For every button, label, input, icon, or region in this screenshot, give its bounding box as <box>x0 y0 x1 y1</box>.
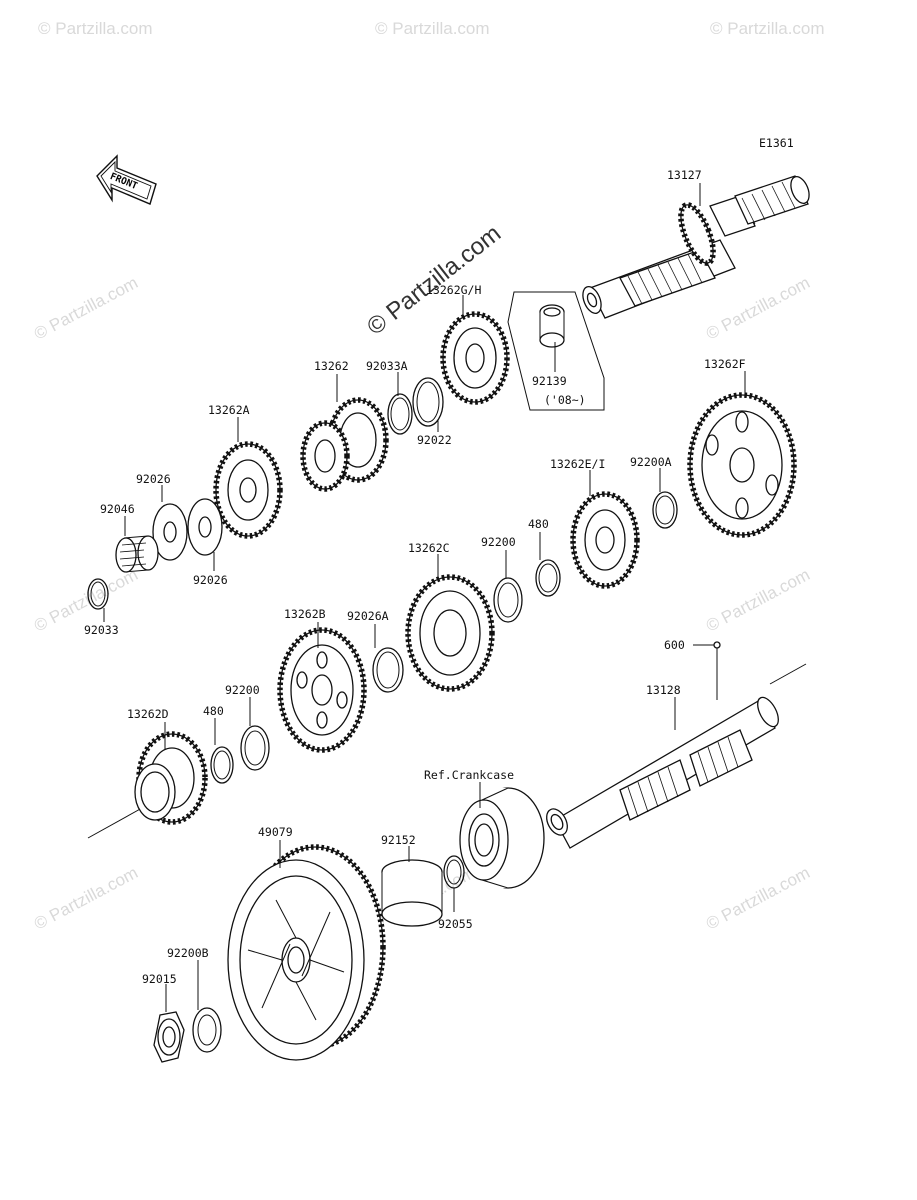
part-label-13262a: 13262A <box>208 403 250 417</box>
part-label-92033: 92033 <box>84 623 119 637</box>
collar-92152 <box>381 859 443 927</box>
marker-600 <box>693 641 721 700</box>
gear-13262gh <box>440 311 510 405</box>
part-label-13262c: 13262C <box>408 541 450 555</box>
watermark-text: © Partzilla.com <box>31 863 141 934</box>
part-label-92139: 92139 <box>532 374 567 388</box>
part-label-92026a: 92026A <box>347 609 389 623</box>
gear-13262ei <box>570 491 640 589</box>
gear-13262a <box>213 441 283 539</box>
part-label-92022: 92022 <box>417 433 452 447</box>
diagram-id-label: E1361 <box>759 136 794 150</box>
part-label-92055: 92055 <box>438 917 473 931</box>
part-label-13128: 13128 <box>646 683 681 697</box>
part-label-13262ei: 13262E/I <box>550 457 605 471</box>
part-label-480-lower: 480 <box>203 704 224 718</box>
part-label-92033a: 92033A <box>366 359 408 373</box>
watermark-text: © Partzilla.com <box>38 19 153 38</box>
washer-92026-upper <box>152 503 188 561</box>
part-label-92200a: 92200A <box>630 455 672 469</box>
gear-13262d <box>87 731 208 839</box>
part-label-13262b: 13262B <box>284 607 326 621</box>
watermark-text: © Partzilla.com <box>710 19 825 38</box>
nut-92015 <box>153 1011 185 1063</box>
circlip-480-upper <box>535 559 561 597</box>
watermark-text: © Partzilla.com <box>703 863 813 934</box>
washer-92026a <box>372 647 404 693</box>
part-label-13262f: 13262F <box>704 357 746 371</box>
reference-crankcase-label: Ref.Crankcase <box>424 768 514 782</box>
part-label-13262d: 13262D <box>127 707 169 721</box>
front-direction-arrow-icon: FRONT <box>96 154 157 205</box>
gear-13262f <box>687 392 797 538</box>
part-label-92152: 92152 <box>381 833 416 847</box>
washer-92200-lower <box>240 725 270 771</box>
gear-13262b <box>277 627 367 753</box>
part-label-92046: 92046 <box>100 502 135 516</box>
needle-bearing-92046 <box>115 535 159 573</box>
circlip-92033 <box>87 578 109 610</box>
model-year-note: ('08~) <box>544 393 586 407</box>
washer-92026-lower <box>187 498 223 556</box>
part-label-92015: 92015 <box>142 972 177 986</box>
sprocket-gear-49079 <box>227 844 386 1061</box>
part-label-49079: 49079 <box>258 825 293 839</box>
watermark-text: © Partzilla.com <box>375 19 490 38</box>
part-label-92200-upper: 92200 <box>481 535 516 549</box>
watermark-text: © Partzilla.com <box>703 565 813 636</box>
part-label-92200b: 92200B <box>167 946 209 960</box>
part-label-13127: 13127 <box>667 168 702 182</box>
watermark-text: © Partzilla.com <box>703 273 813 344</box>
ball-bearing-crankcase <box>459 787 545 889</box>
gear-13262 <box>300 397 389 492</box>
washer-92200a <box>652 491 678 529</box>
part-label-92026-upper: 92026 <box>136 472 171 486</box>
part-label-92200-lower: 92200 <box>225 683 260 697</box>
part-label-92026-lower: 92026 <box>193 573 228 587</box>
part-label-480-upper: 480 <box>528 517 549 531</box>
circlip-92033a <box>387 393 413 435</box>
washer-92200-upper <box>493 577 523 623</box>
circlip-480-lower <box>210 746 234 784</box>
part-label-600: 600 <box>664 638 685 652</box>
gear-13262c <box>405 574 495 692</box>
watermark-text: © Partzilla.com <box>31 273 141 344</box>
washer-92200b <box>192 1007 222 1053</box>
washer-92022 <box>412 377 444 427</box>
output-shaft-13127 <box>582 175 810 319</box>
part-label-13262: 13262 <box>314 359 349 373</box>
input-shaft-13128 <box>546 663 807 849</box>
part-label-13262gh: 13262G/H <box>426 283 481 297</box>
bushing-92139-box <box>507 291 605 411</box>
